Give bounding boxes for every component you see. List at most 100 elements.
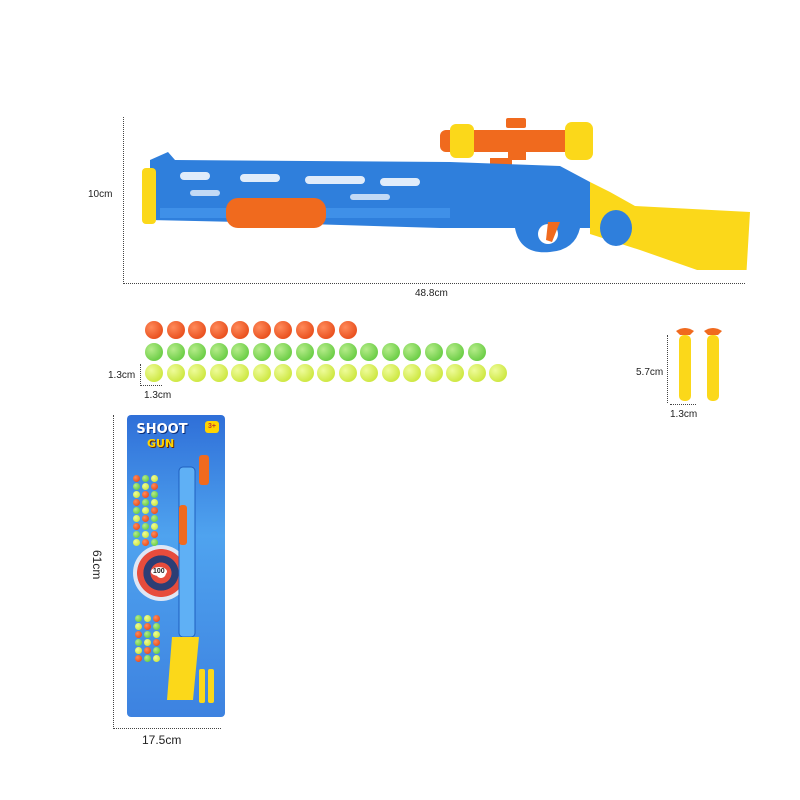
green-ball xyxy=(274,343,292,361)
lime-ball xyxy=(188,364,206,382)
dart-width-line xyxy=(670,404,696,405)
trigger xyxy=(546,222,560,242)
package-ball xyxy=(142,491,149,498)
ball-width-label: 1.3cm xyxy=(144,390,172,401)
lime-ball xyxy=(145,364,163,382)
gun-length-label: 48.8cm xyxy=(415,288,448,299)
lime-ball xyxy=(231,364,249,382)
orange-ball xyxy=(295,321,314,339)
package-width-line xyxy=(113,728,221,729)
orange-ball xyxy=(145,321,163,339)
gun-stock xyxy=(590,182,750,270)
package-darts xyxy=(199,669,214,703)
green-ball xyxy=(295,343,314,361)
green-ball xyxy=(338,343,357,361)
orange-ball xyxy=(338,321,357,339)
green-ball xyxy=(188,343,206,361)
package-ball xyxy=(151,539,158,546)
scope xyxy=(440,118,593,170)
package-gun xyxy=(167,455,209,700)
green-ball xyxy=(381,343,400,361)
lime-ball xyxy=(467,364,486,382)
lime-ball xyxy=(446,364,464,382)
package-ball xyxy=(135,623,142,630)
package-ball xyxy=(151,483,158,490)
lime-ball xyxy=(424,364,443,382)
lime-ball xyxy=(360,364,378,382)
green-ball xyxy=(231,343,249,361)
package-ball xyxy=(153,631,160,638)
orange-ball xyxy=(231,321,249,339)
package-ball xyxy=(135,631,142,638)
lime-ball xyxy=(274,364,292,382)
package-ball xyxy=(151,491,158,498)
package-ball xyxy=(153,623,160,630)
green-ball xyxy=(145,343,163,361)
package-ball xyxy=(151,531,158,538)
lime-ball xyxy=(209,364,228,382)
dart-left xyxy=(676,328,694,401)
package-ball xyxy=(133,515,140,522)
lime-ball xyxy=(403,364,421,382)
package-ball xyxy=(151,507,158,514)
package-ball xyxy=(144,623,151,630)
package-ball xyxy=(144,631,151,638)
package-ball xyxy=(151,515,158,522)
gun-length-line xyxy=(123,283,745,284)
green-ball xyxy=(424,343,443,361)
package-ball xyxy=(142,515,149,522)
orange-ball xyxy=(274,321,292,339)
package-ball xyxy=(135,655,142,662)
lime-ball xyxy=(489,364,507,382)
orange-ball xyxy=(166,321,185,339)
package-ball xyxy=(133,475,140,482)
dart-length-line xyxy=(667,335,668,403)
package-ball xyxy=(142,475,149,482)
target-score-label: 100 xyxy=(151,567,167,576)
lime-ball xyxy=(166,364,185,382)
package-height-label: 61cm xyxy=(90,550,104,580)
orange-ball xyxy=(252,321,271,339)
package-ball xyxy=(142,483,149,490)
green-ball xyxy=(209,343,228,361)
package-ball xyxy=(135,647,142,654)
package-ball xyxy=(133,499,140,506)
package-ball xyxy=(133,491,140,498)
lime-ball xyxy=(317,364,335,382)
green-ball xyxy=(166,343,185,361)
package-ball xyxy=(135,639,142,646)
toy-shotgun xyxy=(142,118,750,270)
green-ball xyxy=(360,343,378,361)
package-ball xyxy=(142,539,149,546)
orange-ball xyxy=(317,321,335,339)
package-ball xyxy=(133,523,140,530)
package-ball xyxy=(153,647,160,654)
foam-darts xyxy=(676,328,722,401)
green-ball xyxy=(252,343,271,361)
package-ball xyxy=(133,483,140,490)
package-ball xyxy=(133,507,140,514)
package-ball xyxy=(153,655,160,662)
package-width-label: 17.5cm xyxy=(142,733,182,747)
ball-height-label: 1.3cm xyxy=(108,370,136,381)
lime-ball xyxy=(338,364,357,382)
package-ball xyxy=(144,655,151,662)
dart-length-label: 5.7cm xyxy=(636,367,664,378)
pump-grip xyxy=(226,198,326,228)
package-ball xyxy=(144,639,151,646)
package-ball xyxy=(133,539,140,546)
package-title: SHOOT xyxy=(136,422,188,437)
package-height-line xyxy=(113,415,114,727)
package-ball xyxy=(153,615,160,622)
package-ball xyxy=(142,523,149,530)
green-ball xyxy=(403,343,421,361)
package-subtitle: GUN xyxy=(147,437,175,450)
orange-ball xyxy=(209,321,228,339)
package-ball xyxy=(142,531,149,538)
package-ball xyxy=(142,499,149,506)
gun-height-label: 10cm xyxy=(88,189,113,200)
package-balls xyxy=(127,415,225,717)
package-ball xyxy=(151,523,158,530)
lime-ball xyxy=(295,364,314,382)
ball-height-line xyxy=(140,364,141,384)
